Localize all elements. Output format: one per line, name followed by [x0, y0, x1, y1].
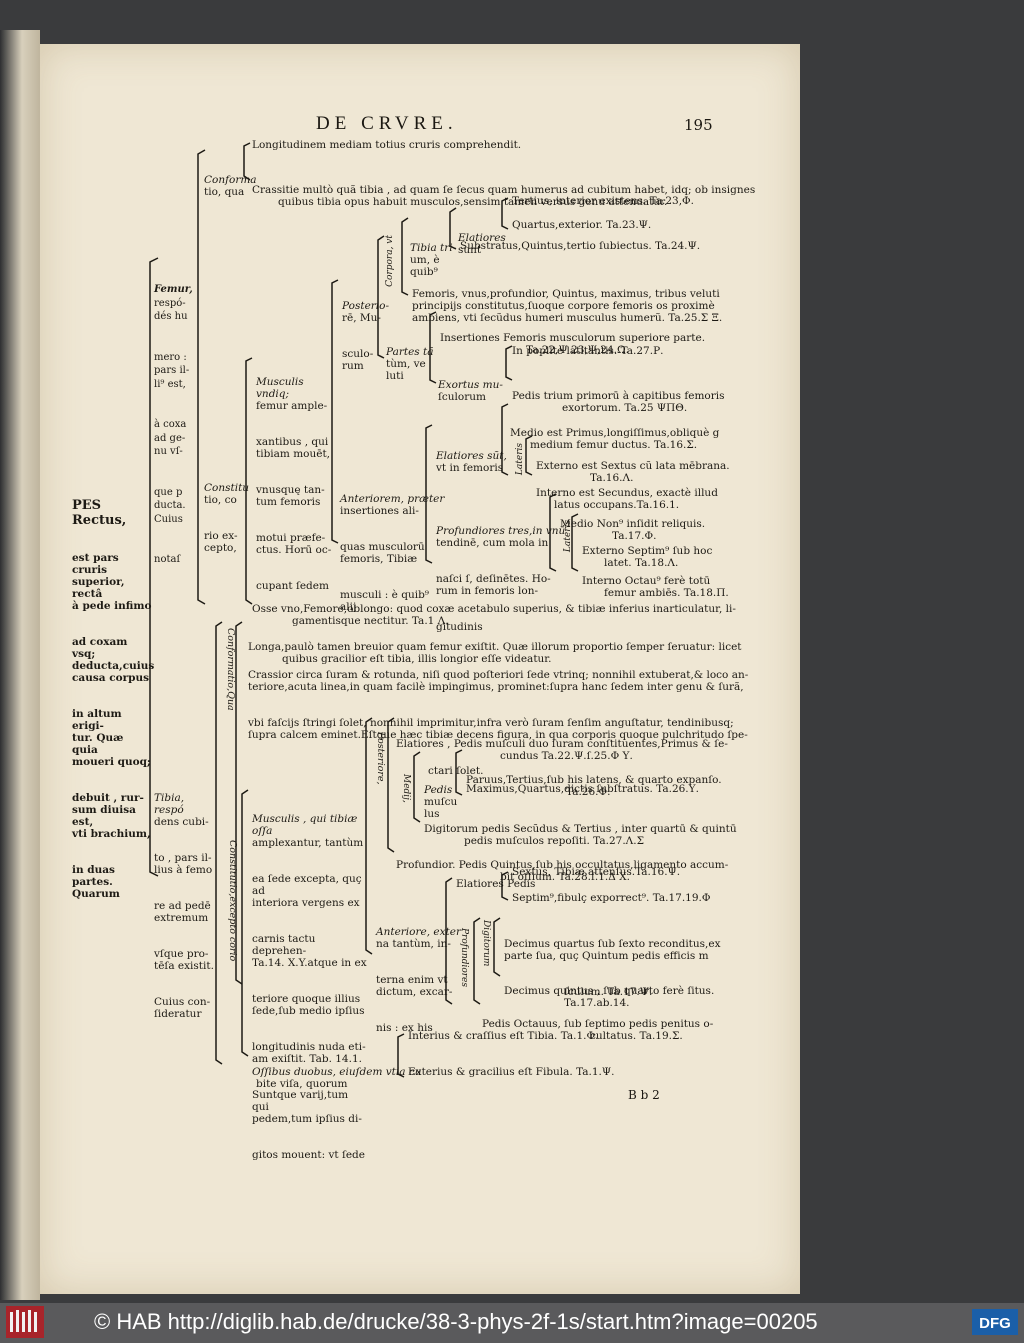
tibia-pedis-octavus: Pedis Octauus, ſub ſeptimo pedis penitus… [482, 1018, 714, 1042]
femur-longitudine: Longitudinem mediam totius cruris compre… [252, 139, 522, 151]
tibia-digitorum: Digitorum pedis Secũdus & Tertius , inte… [424, 823, 737, 847]
running-head: DE CRVRE. [316, 113, 458, 134]
book-page [40, 44, 800, 1294]
femur-externo: Externo est Sextus cũ lata mēbrana.Ta.16… [536, 460, 730, 484]
hab-logo-icon [6, 1306, 44, 1338]
tibia-elatiores-pedis: Elatiores Pedis [456, 878, 536, 890]
femur-in-poplite: In poplite latitantis. Ta.27.Ρ. [512, 345, 664, 357]
femur-medio-nonus: Medio Non⁹ inſidit reliquis.Ta.17.Φ. [560, 518, 706, 542]
tibia-decimus-quintus: Decimus quintus , ſub quarto ferè ſitus.… [504, 985, 715, 1009]
tibia-elatiores: Elatiores , Pedis muſculi duo ſuram conſ… [396, 738, 728, 762]
tibia-medij: Medij, [401, 774, 411, 803]
femur-femoris: Femoris, vnus,profundior, Quintus, maxim… [412, 288, 723, 324]
book-spine-edge [0, 30, 40, 1300]
tibia-exterius: Exterius & gracilius eſt Fibula. Ta.1.Ψ. [408, 1066, 615, 1078]
page-number: 195 [684, 116, 713, 134]
femur-exortus: Exortus mu-ſculorum [438, 379, 503, 403]
tibia-longa: Longa,paulò tamen breuior quam femur exi… [248, 641, 742, 665]
tibia-interius: Interius & craſſius eſt Tibia. Ta.1.Φ. [408, 1030, 599, 1042]
femur-elatiores-sunt: Elatiores sũt,vt in femoris [436, 450, 507, 474]
dfg-logo-icon: DFG [972, 1309, 1018, 1335]
femur-label: Femur,respó-dés hu mero :pars il-li⁹ est… [154, 284, 193, 565]
tibia-digitorum-vertical: Digitorum [481, 920, 491, 967]
tibia-constitutio: Constitutio,excepto corio [227, 840, 238, 962]
femur-quartus: Quartus,exterior. Ta.23.Ψ. [512, 219, 652, 231]
femur-insertiones: Insertiones Femoris musculorum superiore… [440, 332, 706, 356]
tibia-crassior: Crassior circa ſuram & rotunda, niſi quo… [248, 669, 749, 777]
femur-lateris: Lateris [515, 443, 525, 476]
signature-mark: B b 2 [628, 1088, 660, 1102]
tibia-profundior: Profundior. Pedis Quintus,ſub his occult… [396, 859, 729, 883]
tibia-maximus: Maximus,Quartus,dictis ſubſtratus. Ta.26… [466, 783, 699, 795]
femur-tertius: Tertius, interior existens. Ta.23,Φ. [512, 195, 695, 207]
tibia-profundiores: Profundiores [459, 928, 469, 988]
femur-osse: Osse vno,Femore,oblongo: quod coxæ aceta… [252, 603, 736, 627]
femur-substratus: Substratus,Quintus,tertio ſubiectus. Ta.… [460, 240, 701, 252]
femur-crassitie: Crassitie multò quã tibia , ad quam ſe ſ… [252, 184, 756, 208]
tibia-septimus: Septim⁹,fibulç exporrect⁹. Ta.17.19.Φ [512, 892, 711, 904]
tibia-paruus: Paruus,Tertius,ſub his latens, & quarto … [466, 774, 722, 798]
femur-musculis: Musculis vndiq;femur ample- xantibus , q… [256, 376, 332, 592]
tibia-conformatio: Conformatio,Qua [225, 628, 236, 711]
footer-bar [0, 1303, 1024, 1343]
tibia-posteriore: Posteriore, [375, 732, 386, 785]
tibia-sextus: Sextus, Tibiæ attenſus.Ta.16.Ψ. [512, 866, 681, 878]
femur-posteriorem: Posterio-rē, Mu- sculo-rum [342, 300, 390, 372]
footer-url-text[interactable]: © HAB http://diglib.hab.de/drucke/38-3-p… [94, 1309, 818, 1334]
femur-corpora: Corpora, vt [385, 235, 395, 287]
dfg-logo-text: DFG [979, 1315, 1011, 1332]
